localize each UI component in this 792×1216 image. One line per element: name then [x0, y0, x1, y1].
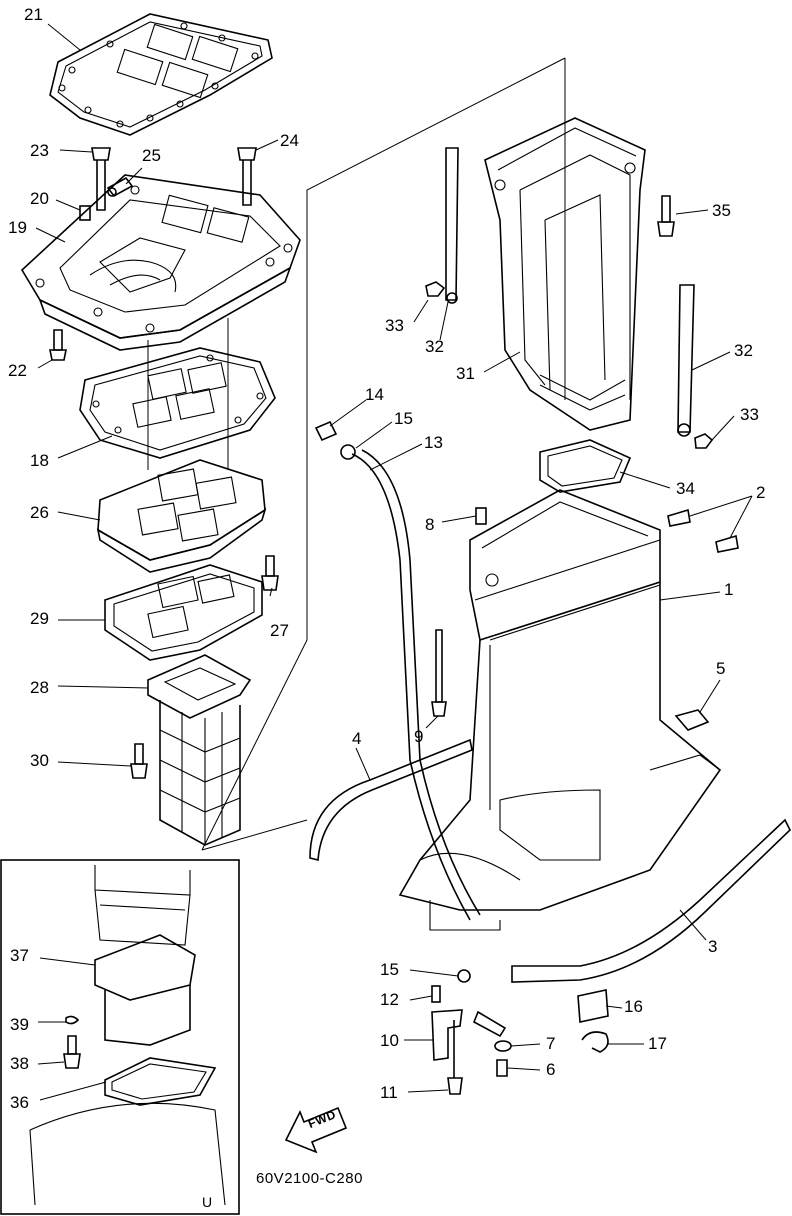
callout-21: 21: [24, 5, 43, 24]
callout-33-right: 33: [740, 405, 759, 424]
callout-6: 6: [546, 1060, 556, 1079]
seal-strip-4: [309, 738, 473, 862]
callout-33-left: 33: [385, 316, 404, 335]
callout-20: 20: [30, 189, 49, 208]
bolt-27: [261, 555, 279, 591]
callout-9: 9: [414, 727, 424, 746]
callout-11: 11: [380, 1083, 398, 1102]
callout-25: 25: [142, 146, 161, 165]
callout-19: 19: [8, 218, 27, 237]
callout-13: 13: [424, 433, 443, 452]
callout-5: 5: [716, 659, 726, 678]
callout-10: 10: [380, 1031, 399, 1050]
plate-26: [96, 459, 267, 573]
callout-1: 1: [724, 580, 734, 599]
callout-4: 4: [352, 729, 362, 748]
drawing-code: 60V2100-C280: [256, 1170, 363, 1187]
callout-15-lower: 15: [380, 960, 399, 979]
callout-32-left: 32: [425, 337, 444, 356]
mount-strip-32: [445, 147, 695, 437]
callout-2: 2: [756, 483, 766, 502]
nut-33: [425, 281, 714, 449]
callout-23: 23: [30, 141, 49, 160]
callout-35: 35: [712, 201, 731, 220]
callout-18: 18: [30, 451, 49, 470]
callout-12: 12: [380, 990, 399, 1009]
bolt-22: [49, 329, 67, 361]
callout-22: 22: [8, 361, 27, 380]
bolt-30: [130, 743, 148, 779]
gasket-18: [79, 318, 276, 470]
callout-26: 26: [30, 503, 49, 522]
grommet-5: [674, 709, 710, 731]
fwd-arrow-icon: [284, 1106, 348, 1154]
lower-casing-1: [398, 489, 722, 931]
gasket-29: [104, 564, 263, 661]
lower-fittings: [431, 969, 609, 1095]
callout-27: 27: [270, 621, 289, 640]
bolts-top: [79, 147, 257, 221]
callout-29: 29: [30, 609, 49, 628]
callout-39: 39: [10, 1015, 29, 1034]
callout-7: 7: [546, 1034, 556, 1053]
callout-15-upper: 15: [394, 409, 413, 428]
callout-32-right: 32: [734, 341, 753, 360]
callout-17: 17: [648, 1034, 667, 1053]
callout-31: 31: [456, 364, 475, 383]
callout-3: 3: [708, 937, 718, 956]
bolt-35: [657, 195, 675, 237]
bolt-9: [431, 629, 447, 717]
callout-36: 36: [10, 1093, 29, 1112]
seal-34: [539, 439, 632, 493]
exhaust-guide-19: [20, 174, 301, 351]
callout-30: 30: [30, 751, 49, 770]
leader-lines: [35, 23, 753, 1101]
seal-strip-3: [511, 818, 791, 983]
assembly-frame: [201, 57, 566, 851]
callout-16: 16: [624, 997, 643, 1016]
callout-37: 37: [10, 946, 29, 965]
callout-8: 8: [425, 515, 435, 534]
exhaust-box-28: [147, 654, 252, 846]
callout-14: 14: [365, 385, 384, 404]
callout-28: 28: [30, 678, 49, 697]
callout-34: 34: [676, 479, 695, 498]
upper-casing-31: [484, 117, 646, 431]
water-hose-13: [314, 420, 481, 921]
gasket-21: [49, 13, 273, 136]
callout-38: 38: [10, 1054, 29, 1073]
inset-box: [0, 859, 240, 1215]
inset-label: U: [202, 1194, 213, 1210]
callout-24: 24: [280, 131, 299, 150]
